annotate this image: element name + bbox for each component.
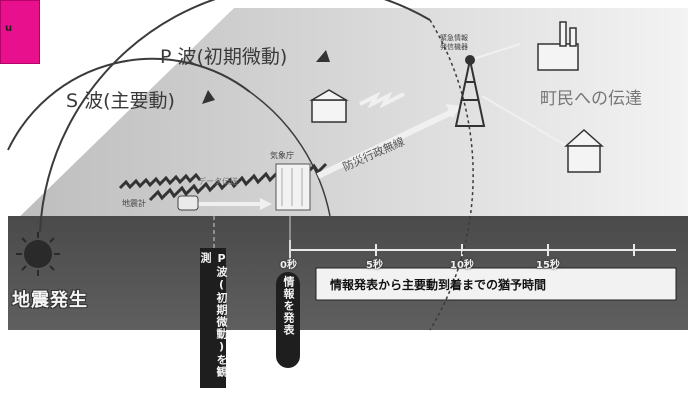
s-wave-label: S 波(主要動)	[66, 90, 175, 112]
announce-box: 情報を発表	[276, 272, 300, 368]
quake-occur-label: 地震発生	[12, 290, 88, 311]
section-tab-label: u	[5, 23, 13, 34]
building-icon	[275, 163, 311, 211]
timeline-bar	[315, 267, 677, 301]
transmitter-label: 緊急情報 発信機器	[440, 34, 468, 51]
tick-label: 10秒	[450, 260, 474, 271]
p-wave-front	[39, 0, 431, 233]
lightning-arrow	[359, 91, 405, 109]
section-tab: u	[0, 0, 40, 64]
sun-icon	[16, 232, 60, 276]
house-icon	[309, 89, 349, 123]
seismometer-label: 地震計	[122, 199, 146, 208]
house-icon	[564, 128, 604, 173]
tick-label: 0秒	[280, 260, 297, 271]
radio-tower-icon	[454, 55, 486, 127]
factory-icon	[537, 21, 579, 71]
p-wave-detect-box: P波(初期微動)を観測	[199, 248, 228, 388]
timeline-caption: 情報発表から主要動到着までの猶予時間	[330, 278, 547, 292]
transmission-arrow	[316, 109, 454, 179]
data-link-label: データ伝送	[198, 177, 238, 186]
tick-label: 5秒	[366, 260, 383, 271]
radio-beam-2	[469, 43, 521, 61]
s-wave-front	[7, 57, 251, 151]
seismograph-label: 気象庁	[270, 151, 294, 160]
s-wave-arrow	[118, 172, 202, 190]
p-wave-label: P 波(初期微動)	[160, 46, 288, 68]
town-announce-label: 町民への伝達	[540, 89, 642, 109]
seismograph-icon	[177, 195, 199, 211]
radio-beam-1	[481, 95, 571, 149]
tick-label: 15秒	[536, 260, 560, 271]
